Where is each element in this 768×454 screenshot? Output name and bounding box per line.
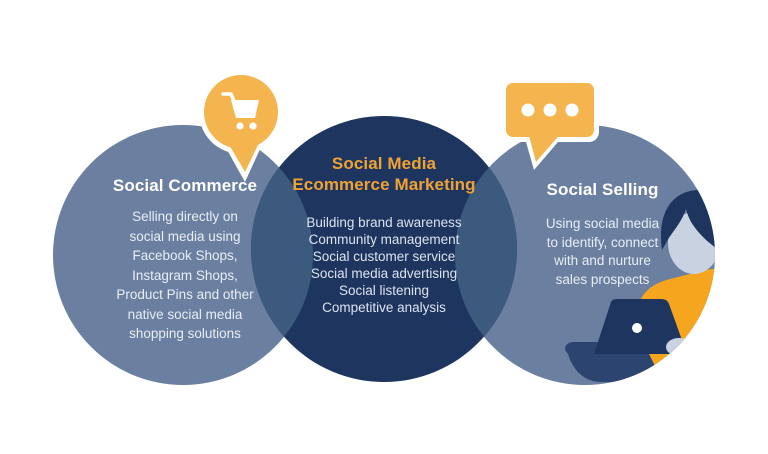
laptop-logo-dot bbox=[632, 323, 642, 333]
chat-dots-icon bbox=[521, 103, 579, 117]
left-circle bbox=[53, 125, 313, 385]
chat-bubble-tail bbox=[528, 132, 562, 162]
center-circle bbox=[251, 116, 517, 382]
cart-speech-bubble bbox=[199, 70, 283, 182]
shopping-cart-icon bbox=[221, 92, 259, 130]
person-hand bbox=[666, 338, 692, 356]
chat-speech-bubble bbox=[501, 78, 599, 170]
